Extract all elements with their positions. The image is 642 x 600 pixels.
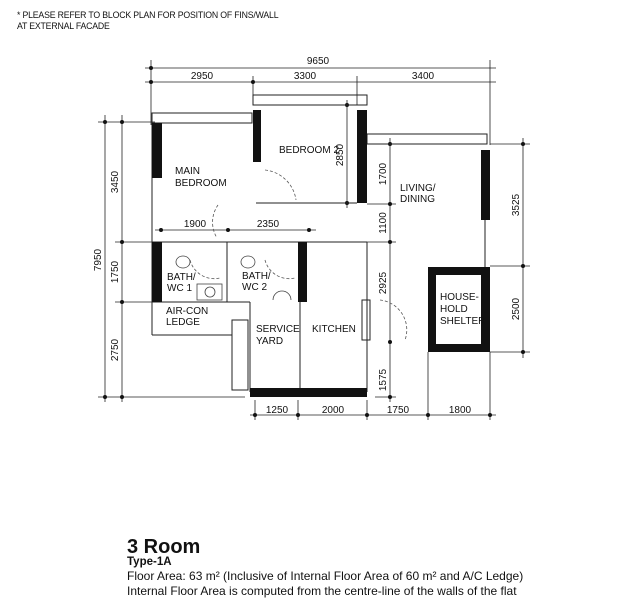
internal-area-note: Internal Floor Area is computed from the… bbox=[127, 584, 517, 598]
dimension-dots bbox=[103, 66, 525, 417]
facade-note: * PLEASE REFER TO BLOCK PLAN FOR POSITIO… bbox=[17, 10, 279, 32]
dim-inner-2: 1100 bbox=[378, 212, 389, 234]
unit-title: 3 Room bbox=[127, 536, 201, 558]
dim-left-2: 1750 bbox=[110, 260, 121, 283]
dim-top-1: 2950 bbox=[191, 71, 214, 82]
unit-type: Type-1A bbox=[127, 556, 172, 568]
dim-inner-1: 1700 bbox=[378, 162, 389, 185]
bath2-label: BATH/WC 2 bbox=[242, 271, 271, 293]
dim-bedroom2: 2850 bbox=[335, 143, 346, 166]
dim-bottom-3: 1750 bbox=[387, 405, 410, 416]
bath1-label: BATH/WC 1 bbox=[167, 272, 196, 294]
dim-bottom-1: 1250 bbox=[266, 405, 289, 416]
dim-inner-4: 1575 bbox=[378, 368, 389, 391]
note-line-2: AT EXTERNAL FACADE bbox=[17, 21, 110, 32]
dim-h-2: 2350 bbox=[257, 219, 280, 230]
note-line-1: * PLEASE REFER TO BLOCK PLAN FOR POSITIO… bbox=[17, 10, 279, 21]
living-dining-label: LIVING/DINING bbox=[400, 183, 436, 205]
bedroom2-label: BEDROOM 2 bbox=[279, 145, 339, 156]
dim-top-2: 3300 bbox=[294, 71, 317, 82]
dimension-labels: 9650 2950 3300 3400 7950 3450 1750 2750 … bbox=[93, 56, 522, 416]
dim-right-2: 2500 bbox=[511, 297, 522, 320]
floor-area: Floor Area: 63 m² (Inclusive of Internal… bbox=[127, 569, 524, 583]
fixtures bbox=[175, 255, 292, 301]
dim-bottom-4: 1800 bbox=[449, 405, 472, 416]
dim-left-1: 3450 bbox=[110, 170, 121, 193]
dimension-lines bbox=[98, 60, 530, 420]
dim-top-3: 3400 bbox=[412, 71, 435, 82]
kitchen-label: KITCHEN bbox=[312, 324, 356, 335]
dim-left-total: 7950 bbox=[93, 248, 104, 271]
dim-right-1: 3525 bbox=[511, 193, 522, 216]
dim-top-total: 9650 bbox=[307, 56, 330, 67]
dim-inner-3: 2925 bbox=[378, 271, 389, 294]
dim-left-3: 2750 bbox=[110, 338, 121, 361]
dim-bottom-2: 2000 bbox=[322, 405, 345, 416]
door-swings bbox=[189, 169, 408, 341]
dim-h-1: 1900 bbox=[184, 219, 207, 230]
thick-walls bbox=[152, 110, 490, 397]
